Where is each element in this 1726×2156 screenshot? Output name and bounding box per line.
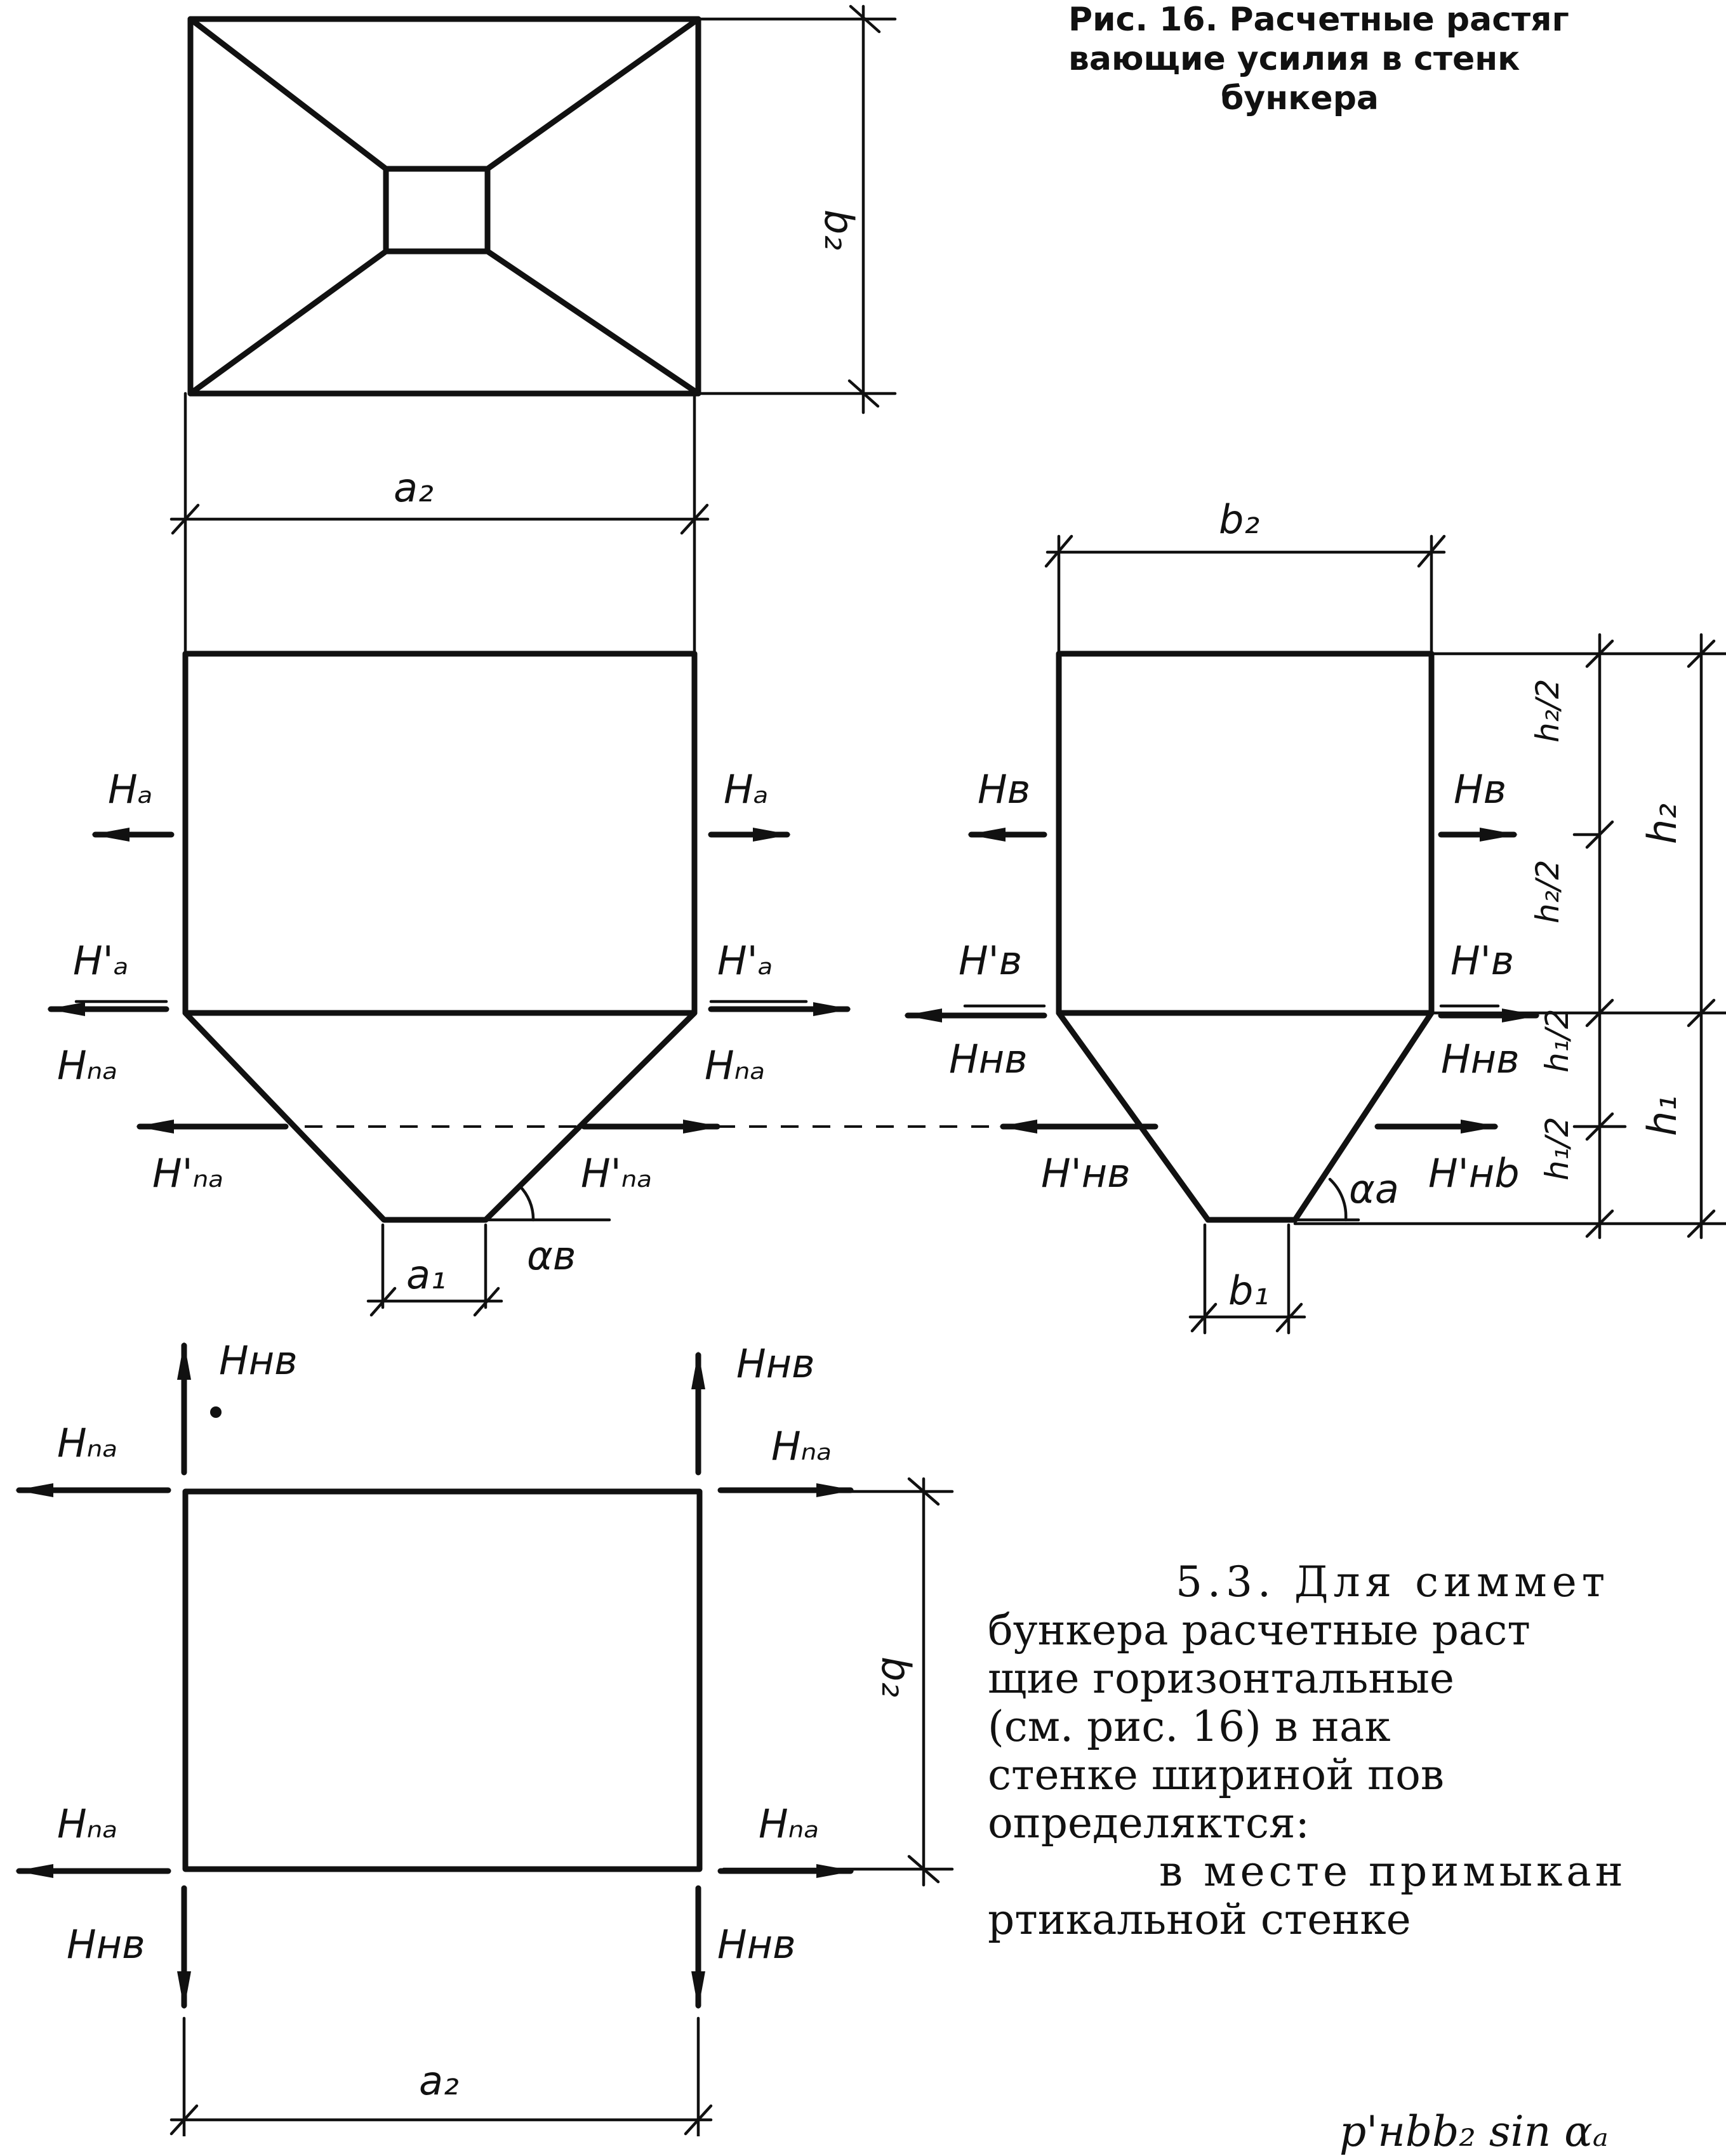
body-paragraph: 5.3. Для симмет бункера расчетные раст щ… — [988, 1558, 1726, 2136]
a2-label: a₂ — [394, 465, 434, 511]
alpha-b-label: αв — [527, 1233, 576, 1279]
dim-tick — [369, 1286, 397, 1317]
b1-label: b₁ — [1228, 1267, 1269, 1314]
hnb-prime-left-label: H'нв — [1041, 1150, 1131, 1196]
plan-edge-tl — [187, 16, 389, 172]
right-elevation: b₂ Hв Hв H'в Hнв H'в Hнв H'нв H'нb αа b₁ — [904, 496, 1726, 1335]
force-plan: Hнв Hнв Hₙₐ Hₙₐ Hₙₐ Hₙₐ Hнв Hнв b₂ a₂ — [15, 1337, 954, 2136]
ha-right-label: Hₐ — [724, 766, 769, 812]
dim-tick — [1275, 1302, 1303, 1333]
a1-label: a₁ — [406, 1252, 446, 1298]
plan-edge-bl — [187, 248, 389, 397]
b2-top-label: b₂ — [1219, 496, 1259, 543]
hnb-left-label: Hнв — [949, 1036, 1028, 1082]
dim-tick — [847, 379, 880, 408]
angle-arc — [517, 1184, 535, 1222]
hna-prime-left-label: H'ₙₐ — [152, 1150, 224, 1196]
ha-prime-right-label: H'ₐ — [717, 937, 773, 984]
b2-label: b₂ — [816, 209, 862, 250]
dim-tick — [907, 1477, 940, 1506]
dim-tick — [1044, 534, 1073, 568]
bunker-body — [182, 651, 698, 1016]
plan-outlet-rect — [383, 166, 491, 255]
hopper-outline — [182, 1010, 698, 1223]
formula: p'нbb₂ sin αₐ — [1339, 2107, 1609, 2156]
dim-tick — [1687, 998, 1716, 1028]
hnb-down-left-label: Hнв — [67, 1921, 145, 1968]
caption-line-3: бункера — [1221, 79, 1379, 117]
plan-edge-tr — [484, 16, 701, 172]
h2-half-label-2: h₂/2 — [1529, 860, 1566, 923]
figure-caption: Рис. 16. Расчетные растяг вающие усилия … — [1068, 0, 1726, 118]
h2-label: h₂ — [1639, 804, 1685, 844]
dim-tick — [849, 4, 881, 34]
dim-tick — [1585, 998, 1614, 1028]
text-line-3: щие горизонтальные — [988, 1654, 1454, 1703]
dim-tick — [684, 2104, 713, 2136]
dim-tick — [907, 1855, 940, 1884]
text-line-2: бункера расчетные раст — [988, 1606, 1530, 1655]
b2-bottom-label: b₂ — [873, 1657, 919, 1697]
caption-line-1: Рис. 16. Расчетные растяг — [1068, 1, 1569, 39]
text-line-5: стенке шириной пов — [988, 1750, 1444, 1799]
plan-view: b₂ — [187, 4, 897, 414]
angle-arc — [1328, 1177, 1348, 1222]
h1-label: h₁ — [1639, 1095, 1685, 1136]
hna-right-label: Hₙₐ — [705, 1042, 766, 1088]
dim-tick — [1417, 534, 1446, 568]
dim-tick — [680, 503, 709, 535]
plan-outer-rect — [187, 16, 701, 397]
h1-half-label-1: h₁/2 — [1539, 1009, 1576, 1073]
hb-prime-left-label: H'в — [959, 937, 1022, 984]
bunker-body-side — [1056, 651, 1435, 1016]
hopper-outline-side — [1056, 1010, 1435, 1223]
caption-line-2: вающие усилия в стенк — [1068, 40, 1520, 78]
dim-tick — [1190, 1302, 1218, 1333]
text-line-8: ртикальной стенке — [988, 1895, 1411, 1944]
dim-tick — [171, 503, 200, 535]
dim-tick — [1585, 1209, 1614, 1238]
hna-left-label: Hₙₐ — [57, 1042, 118, 1088]
hnb-alt-right-label: H'нb — [1428, 1150, 1520, 1196]
dim-tick — [1585, 1112, 1614, 1141]
dim-tick — [1687, 1209, 1716, 1238]
dim-tick — [169, 2104, 199, 2136]
dim-tick — [1687, 639, 1716, 668]
hb-prime-right-label: H'в — [1451, 937, 1514, 984]
dim-tick — [473, 1286, 500, 1317]
hnb-up-left-label: Hнв — [219, 1337, 298, 1384]
hb-left-label: Hв — [978, 766, 1030, 812]
dot-marker — [210, 1406, 222, 1418]
dim-tick — [1585, 820, 1614, 849]
a2-bottom-label: a₂ — [419, 2058, 459, 2104]
hna-top-right-label: Hₙₐ — [771, 1423, 832, 1469]
text-line-6: определяктся: — [988, 1799, 1310, 1848]
text-line-1: 5.3. Для симмет — [1176, 1558, 1610, 1606]
hna-prime-right-label: H'ₙₐ — [581, 1150, 653, 1196]
h2-half-label-1: h₂/2 — [1529, 679, 1566, 743]
hnb-down-right-label: Hнв — [717, 1921, 796, 1968]
text-line-4: (см. рис. 16) в нак — [988, 1702, 1391, 1751]
h1-half-label-2: h₁/2 — [1539, 1117, 1576, 1181]
hna-bot-left-label: Hₙₐ — [57, 1801, 118, 1847]
ha-prime-left-label: H'ₐ — [73, 937, 129, 984]
text-line-7: в месте примыкан — [1159, 1847, 1627, 1896]
force-plan-rect — [182, 1488, 703, 1872]
hna-bot-right-label: Hₙₐ — [759, 1801, 820, 1847]
ha-left-label: Hₐ — [108, 766, 153, 812]
plan-edge-br — [484, 248, 701, 397]
hb-right-label: Hв — [1454, 766, 1506, 812]
left-elevation: Hₐ Hₐ H'ₐ Hₙₐ H'ₐ Hₙₐ H'ₙₐ H'ₙₐ αв a₁ — [47, 651, 990, 1317]
dim-tick — [1585, 639, 1614, 668]
a2-dimension-top: a₂ — [169, 392, 710, 656]
hna-top-left-label: Hₙₐ — [57, 1420, 118, 1466]
hnb-up-right-label: Hнв — [736, 1340, 815, 1387]
alpha-a-label: αа — [1349, 1166, 1399, 1212]
hnb-right-label: Hнв — [1441, 1036, 1520, 1082]
